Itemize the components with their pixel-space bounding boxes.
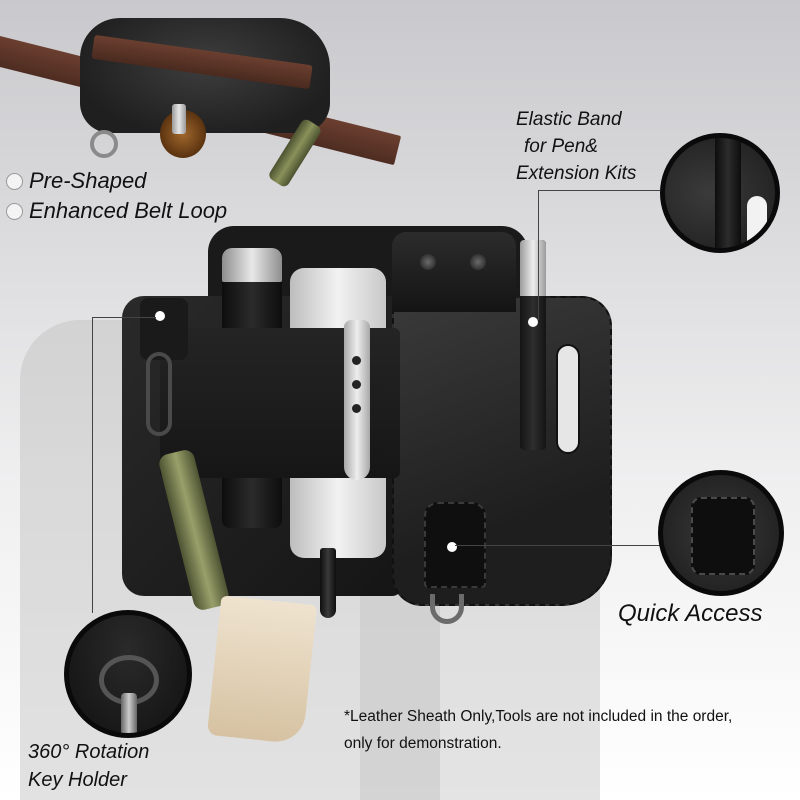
- label-line: Key Holder: [28, 769, 127, 791]
- feature-pre-shaped: Pre-Shaped: [6, 168, 146, 194]
- swivel-closeup: [121, 693, 137, 733]
- folding-pliers: [392, 232, 516, 312]
- disclaimer-line: only for demonstration.: [344, 735, 502, 752]
- quick-access-closeup: [658, 470, 784, 596]
- feature-enhanced-belt-loop: Enhanced Belt Loop: [6, 198, 227, 224]
- label-line: Extension Kits: [516, 163, 637, 184]
- pen-closeup: [715, 138, 741, 248]
- slot-closeup: [747, 196, 767, 248]
- radio-circle-icon: [6, 172, 23, 190]
- marker-dot: [528, 317, 538, 327]
- key-holder-tab: [140, 298, 188, 360]
- key-holder-closeup: [64, 610, 192, 738]
- bolt-icon: [470, 254, 486, 270]
- pocket-closeup: [691, 497, 755, 575]
- marker-dot: [155, 311, 165, 321]
- d-ring-icon: [90, 130, 118, 158]
- disclaimer-line: *Leather Sheath Only,Tools are not inclu…: [344, 708, 733, 725]
- feature-label: Enhanced Belt Loop: [29, 198, 228, 223]
- bolt-icon: [420, 254, 436, 270]
- key-holder-label: 360° Rotation Key Holder: [28, 738, 149, 794]
- label-line: 360° Rotation: [28, 741, 150, 763]
- elastic-band-closeup: [660, 133, 780, 253]
- belt-slot: [556, 344, 580, 454]
- disclaimer-note: *Leather Sheath Only,Tools are not inclu…: [344, 703, 784, 757]
- callout-line: [92, 317, 156, 318]
- pen-cap: [520, 240, 546, 296]
- quick-access-label: Quick Access: [618, 600, 763, 627]
- carabiner-icon: [146, 352, 172, 436]
- callout-line: [538, 190, 660, 191]
- clip-hole: [352, 380, 361, 389]
- callout-line: [455, 545, 660, 546]
- radio-circle-icon: [6, 202, 23, 220]
- marker-dot: [447, 542, 457, 552]
- callout-line: [538, 190, 539, 320]
- screwdriver-bit: [172, 104, 186, 134]
- label-line: for Pen&: [524, 136, 598, 157]
- elastic-band-label: Elastic Band for Pen& Extension Kits: [516, 106, 636, 187]
- feature-label: Pre-Shaped: [29, 168, 147, 193]
- label-line: Elastic Band: [516, 109, 622, 130]
- clip-hole: [352, 404, 361, 413]
- pocket-clip: [344, 320, 370, 480]
- d-ring-icon: [430, 594, 464, 624]
- bottle-cap: [222, 248, 282, 282]
- clip-hole: [352, 356, 361, 365]
- tactical-pen: [320, 548, 336, 618]
- folding-knife: [206, 595, 318, 745]
- callout-line: [92, 317, 93, 613]
